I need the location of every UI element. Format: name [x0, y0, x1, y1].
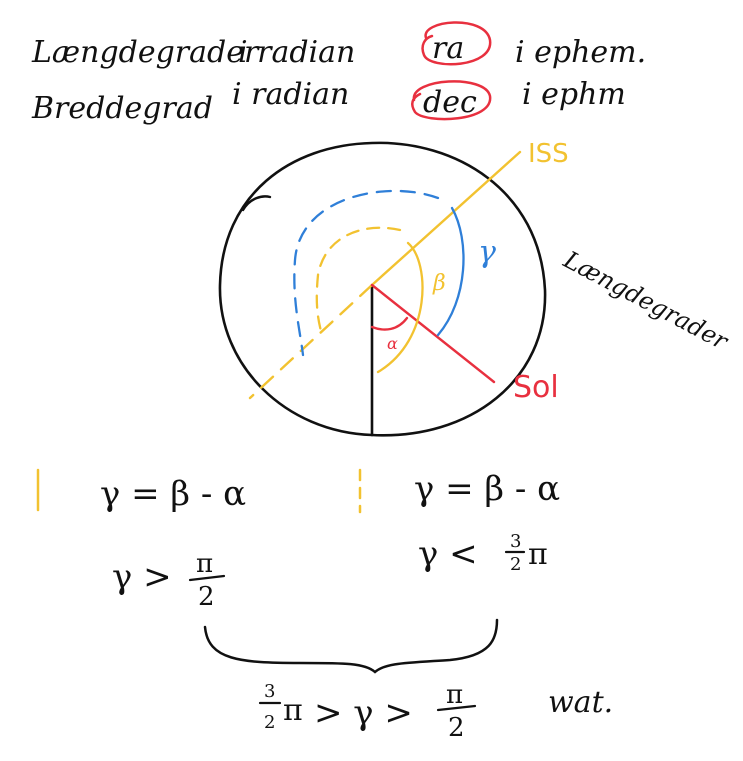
combined-left-den: 2: [264, 712, 275, 733]
curly-brace: [203, 618, 499, 674]
sol-label: Sol: [513, 370, 559, 405]
left-inequality: γ >: [112, 557, 172, 597]
right-ineq-den: 2: [510, 554, 521, 575]
combined-result: 3 2 π > γ > π 2: [258, 680, 477, 743]
wat-note: wat.: [548, 685, 613, 720]
combined-right-den: 2: [448, 713, 465, 743]
dec-label: dec: [423, 85, 477, 120]
latitude-word: Breddegrad: [31, 91, 213, 126]
dec-ring: [411, 80, 492, 121]
combined-left-pi: π: [283, 693, 303, 728]
combined-left-num: 3: [264, 681, 275, 702]
radian-word-2: i radian: [232, 77, 349, 112]
gamma-dashed-arc: [293, 189, 440, 357]
header-line-1: Længdegrader i radian ra i ephem.: [31, 31, 646, 70]
right-ineq-pi: π: [528, 537, 548, 572]
beta-symbol: β: [432, 271, 446, 296]
longitude-label: Længdegrader: [558, 245, 733, 356]
right-equations: γ = β - α γ < 3 2 π: [414, 469, 560, 575]
gamma-arc: [436, 206, 465, 337]
ra-ring: [421, 21, 492, 66]
combined-middle: > γ >: [314, 693, 413, 733]
gamma-symbol: γ: [478, 235, 496, 270]
left-frac-bar: [188, 574, 226, 582]
radian-word-1: i radian: [238, 35, 355, 70]
alpha-symbol: α: [387, 334, 398, 353]
right-ineq-num: 3: [510, 531, 521, 552]
left-ineq-num: π: [196, 549, 213, 579]
alpha-arc: [370, 316, 409, 331]
left-equations: γ = β - α γ > π 2: [100, 474, 246, 612]
ra-label: ra: [432, 31, 464, 66]
iss-label: ISS: [528, 139, 569, 169]
highlight-rings: [411, 21, 492, 121]
circle-tick: [241, 195, 272, 212]
header-line-2: Breddegrad i radian dec i ephm: [31, 77, 626, 126]
iss-ray-extension: [248, 283, 374, 400]
beta-arc: [376, 241, 424, 374]
combined-right-num: π: [446, 680, 463, 710]
ephem-word-2: i ephm: [522, 77, 626, 112]
left-equation: γ = β - α: [100, 474, 246, 514]
longitude-word: Længdegrader: [31, 35, 260, 70]
right-equation: γ = β - α: [414, 469, 560, 509]
earth-circle: [218, 141, 547, 437]
beta-dashed-arc: [315, 226, 402, 337]
ephem-word-1: i ephem.: [515, 35, 646, 70]
sun-ray: [370, 283, 496, 384]
iss-ray: [370, 150, 522, 287]
right-inequality: γ <: [418, 534, 478, 574]
combined-right-bar: [436, 704, 477, 712]
left-ineq-den: 2: [198, 582, 215, 612]
